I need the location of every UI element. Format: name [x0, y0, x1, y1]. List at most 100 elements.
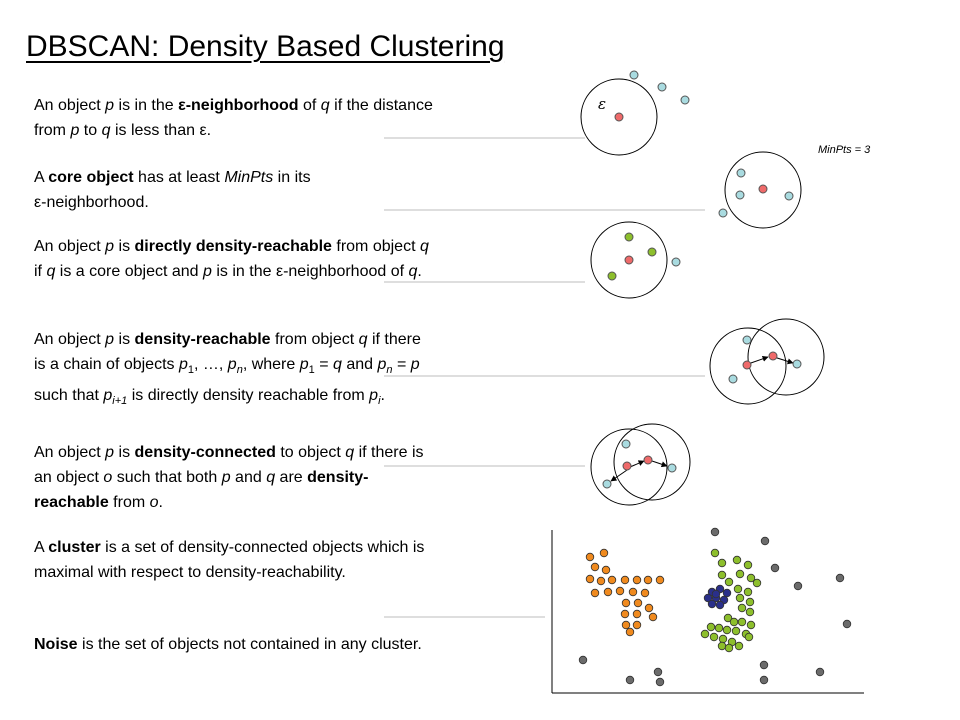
core-point [643, 455, 653, 465]
cluster-point [620, 609, 630, 619]
cluster-point [603, 587, 613, 597]
noise-point [835, 573, 845, 583]
cluster-point [648, 612, 658, 622]
cluster-point [743, 560, 753, 570]
cluster-point [717, 641, 727, 651]
cluster-point [714, 623, 724, 633]
noise-point [842, 619, 852, 629]
core-point [624, 255, 634, 265]
cluster-point [718, 634, 728, 644]
noise-point [710, 527, 720, 537]
cluster-point [746, 620, 756, 630]
cluster-point [709, 632, 719, 642]
cluster-point [621, 598, 631, 608]
cluster-point [734, 641, 744, 651]
eps-circle [580, 78, 658, 156]
eps-neighborhood-figure: ε [580, 70, 690, 156]
neighbor-point [792, 359, 802, 369]
epsilon-label: ε [598, 95, 606, 113]
core-object-figure: MinPts = 3 [718, 144, 871, 229]
cluster-point [717, 558, 727, 568]
cluster-point [700, 629, 710, 639]
cluster-point [707, 599, 717, 609]
neighbor-point [621, 439, 631, 449]
cluster-point [615, 586, 625, 596]
cluster-point [628, 587, 638, 597]
cluster-point [752, 578, 762, 588]
neighbor-point [680, 95, 690, 105]
cluster-point [632, 575, 642, 585]
cluster-point [743, 587, 753, 597]
cluster-point [607, 575, 617, 585]
cluster-point [735, 569, 745, 579]
noise-point [759, 660, 769, 670]
cluster-point [729, 617, 739, 627]
cluster-point [620, 575, 630, 585]
cluster-point [644, 603, 654, 613]
core-point [622, 461, 632, 471]
cluster-point [585, 574, 595, 584]
cluster-point [724, 577, 734, 587]
def-eps-neighborhood: An object p is in the ε-neighborhood of … [34, 97, 433, 139]
cluster-point [732, 555, 742, 565]
cluster-point [640, 588, 650, 598]
cluster-point [717, 570, 727, 580]
noise-point [655, 677, 665, 687]
noise-point [770, 563, 780, 573]
cluster-point [715, 600, 725, 610]
cluster-point [625, 627, 635, 637]
def-density-reachable: An object p is density-reachable from ob… [34, 331, 421, 408]
reachable-point [607, 271, 617, 281]
neighbor-point [736, 168, 746, 178]
noise-point [815, 667, 825, 677]
cluster-point [590, 588, 600, 598]
eps-circle [709, 327, 787, 405]
density-reachable-figure [709, 318, 825, 405]
cluster-point [632, 620, 642, 630]
cluster-point [655, 575, 665, 585]
cluster-point [703, 593, 713, 603]
slide-title: DBSCAN: Density Based Clustering [26, 30, 505, 63]
chain-arrow [629, 460, 645, 468]
neighbor-point [718, 208, 728, 218]
noise-point [625, 675, 635, 685]
cluster-point [723, 613, 733, 623]
cluster-point [633, 598, 643, 608]
cluster-point [744, 632, 754, 642]
neighbor-point [728, 374, 738, 384]
def-density-connected: An object p is density-connected to obje… [34, 444, 424, 511]
eps-circle [724, 151, 802, 229]
cluster-point [632, 609, 642, 619]
cluster-point [737, 603, 747, 613]
core-point [758, 184, 768, 194]
cluster-point [599, 548, 609, 558]
cluster-point [585, 552, 595, 562]
neighbor-point [742, 335, 752, 345]
directly-reachable-figure [590, 221, 681, 299]
cluster-point [596, 576, 606, 586]
def-core-object: A core object has at least MinPts in its… [34, 169, 311, 211]
chain-arrow [747, 355, 769, 365]
noise-point [653, 667, 663, 677]
cluster-point [601, 565, 611, 575]
neighbor-point [629, 70, 639, 80]
neighbor-point [784, 191, 794, 201]
cluster-point [735, 593, 745, 603]
noise-point [578, 655, 588, 665]
outside-point [671, 257, 681, 267]
cluster-point [737, 617, 747, 627]
cluster-point [590, 562, 600, 572]
chain-arrow [773, 356, 794, 365]
neighbor-point [657, 82, 667, 92]
density-connected-figure [590, 423, 691, 506]
cluster-point [722, 625, 732, 635]
core-point [768, 351, 778, 361]
cluster-point [710, 548, 720, 558]
cluster-point [745, 597, 755, 607]
eps-circle [613, 423, 691, 501]
cluster-point [621, 620, 631, 630]
cluster-point [731, 626, 741, 636]
cluster-point [643, 575, 653, 585]
minpts-label: MinPts = 3 [818, 144, 871, 156]
